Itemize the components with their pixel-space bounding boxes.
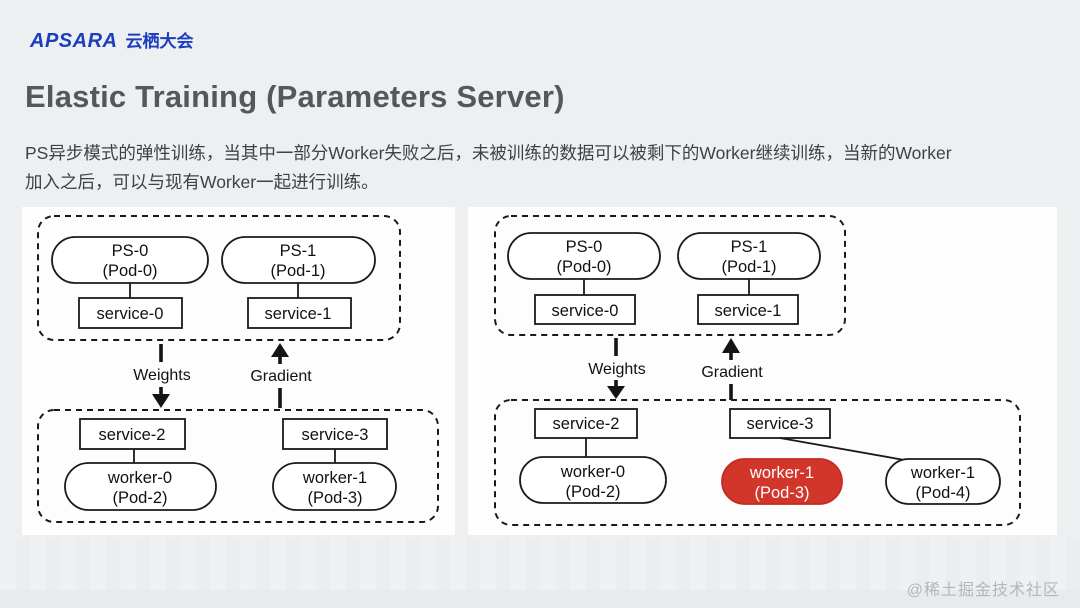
worker0-label: worker-0 [560,463,625,481]
service3-box [729,408,831,439]
service0-label: service-0 [552,302,619,320]
service0-box [534,294,636,325]
weights-label: Weights [133,367,191,384]
weights-label: Weights [588,361,646,378]
service2-box [534,408,638,439]
description-text: PS异步模式的弹性训练，当其中一部分Worker失败之后，未被训练的数据可以被剩… [25,139,1060,197]
worker1-label: worker-1 [302,469,367,487]
worker1-pod-label: (Pod-3) [307,489,362,507]
weights-arrowhead-down [152,394,170,408]
gradient-arrowhead-up [271,343,289,357]
service2-label: service-2 [553,415,620,433]
worker0-label: worker-0 [107,469,172,487]
ps0-label: PS-0 [112,242,149,260]
bottom-band [0,590,1080,608]
description-line-2: 加入之后，可以与现有Worker一起进行训练。 [25,172,379,192]
gradient-arrowhead-up [722,338,740,353]
service2-label: service-2 [99,426,166,444]
service2-box [79,418,186,450]
yunqi-conference-label: 云栖大会 [125,32,194,51]
service0-label: service-0 [97,305,164,323]
ps0-pod-label: (Pod-0) [556,258,611,276]
new-worker-pod-label: (Pod-4) [915,484,970,502]
service3-label: service-3 [747,415,814,433]
ps1-label: PS-1 [731,238,768,256]
page-title: Elastic Training (Parameters Server) [25,79,565,114]
ps0-label: PS-0 [566,238,603,256]
ps1-pod-label: (Pod-1) [721,258,776,276]
ps-group-box [37,215,401,341]
new-worker-pod-pill [885,458,1001,505]
worker0-pod-pill [64,462,217,511]
ps0-pod-label: (Pod-0) [102,262,157,280]
gradient-label: Gradient [250,368,312,385]
service3-box [282,418,388,450]
apsara-logo: APSARA 云栖大会 [30,27,193,53]
gradient-label: Gradient [701,364,763,381]
ps-architecture-diagram-right: PS-0 (Pod-0) service-0 PS-1 (Pod-1) serv… [494,215,1021,526]
apsara-logo-text: APSARA [30,30,118,52]
worker0-pod-label: (Pod-2) [112,489,167,507]
ps-group-box [494,215,846,336]
description-line-1: PS异步模式的弹性训练，当其中一部分Worker失败之后，未被训练的数据可以被剩… [25,143,952,163]
juejin-watermark: @稀土掘金技术社区 [906,582,1060,599]
service1-label: service-1 [715,302,782,320]
worker0-pod-pill [519,456,667,504]
service1-box [247,297,352,329]
worker-group-box [37,409,439,523]
failed-worker-pod-pill [721,458,843,505]
service1-box [697,294,799,325]
ps-architecture-diagram-left: PS-0 (Pod-0) service-0 PS-1 (Pod-1) serv… [37,215,439,523]
ps1-label: PS-1 [280,242,317,260]
worker-group-box [494,399,1021,526]
bottom-stripe-texture [0,538,1080,592]
worker1-pod-pill [272,462,397,511]
ps1-pod-label: (Pod-1) [270,262,325,280]
failed-worker-pod-label: (Pod-3) [754,484,809,502]
new-worker-label: worker-1 [910,464,975,482]
failed-worker-label: worker-1 [749,464,814,482]
diagram-panel-after-failure: PS-0 (Pod-0) service-0 PS-1 (Pod-1) serv… [468,207,1057,535]
service3-label: service-3 [302,426,369,444]
worker0-pod-label: (Pod-2) [565,483,620,501]
service1-label: service-1 [265,305,332,323]
service0-box [78,297,183,329]
weights-arrowhead-down [607,386,625,399]
diagram-panel-before-failure: PS-0 (Pod-0) service-0 PS-1 (Pod-1) serv… [22,207,455,535]
